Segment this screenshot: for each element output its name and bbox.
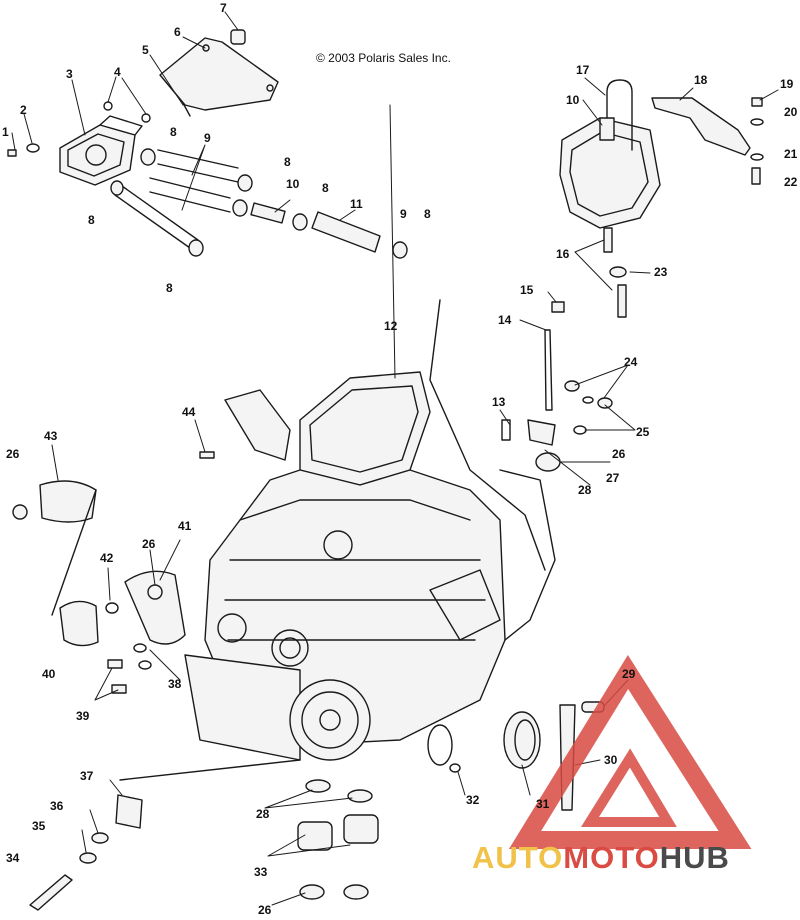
oil-pump-assembly	[559, 79, 764, 318]
watermark-part-2: MOTO	[563, 840, 660, 875]
callout-15: 15	[520, 283, 534, 297]
pump-bracket	[159, 29, 279, 117]
callout-18: 18	[694, 73, 708, 87]
callout-38: 38	[168, 677, 182, 691]
callout-21: 21	[784, 147, 798, 161]
watermark-text: AUTOMOTOHUB	[472, 840, 792, 880]
copyright-text: © 2003 Polaris Sales Inc.	[316, 51, 451, 65]
callout-10b: 10	[566, 93, 580, 107]
callout-30: 30	[604, 753, 618, 767]
bottom-mounts	[29, 763, 461, 911]
leader-lines	[11, 11, 779, 906]
watermark-part-3: HUB	[659, 840, 730, 875]
callout-28b: 28	[256, 807, 270, 821]
callout-24: 24	[624, 355, 638, 369]
watermark-part-1: AUTO	[472, 840, 564, 875]
callout-39: 39	[76, 709, 90, 723]
callout-16: 16	[556, 247, 570, 261]
callout-13: 13	[492, 395, 506, 409]
callout-32: 32	[466, 793, 480, 807]
callout-29: 29	[622, 667, 636, 681]
callout-35: 35	[32, 819, 46, 833]
callout-11: 11	[350, 197, 363, 211]
callout-9b: 9	[400, 207, 407, 221]
callout-7: 7	[220, 1, 227, 15]
callout-26d: 26	[258, 903, 272, 917]
callout-19: 19	[780, 77, 794, 91]
callout-43: 43	[44, 429, 58, 443]
callout-33: 33	[254, 865, 268, 879]
callout-31: 31	[536, 797, 550, 811]
callout-9a: 9	[204, 131, 211, 145]
callout-40: 40	[42, 667, 56, 681]
callout-3: 3	[66, 67, 73, 81]
callout-8f: 8	[166, 281, 173, 295]
callout-20: 20	[784, 105, 798, 119]
callout-12: 12	[384, 319, 398, 333]
engine-block	[119, 299, 556, 781]
watermark-logo-icon	[508, 655, 752, 849]
callout-25: 25	[636, 425, 650, 439]
callout-22: 22	[784, 175, 798, 189]
callout-27: 27	[606, 471, 620, 485]
callout-26b: 26	[142, 537, 156, 551]
callout-41: 41	[178, 519, 192, 533]
callout-34: 34	[6, 851, 20, 865]
callout-23: 23	[654, 265, 668, 279]
callout-4: 4	[114, 65, 121, 79]
callout-42: 42	[100, 551, 114, 565]
callout-44: 44	[182, 405, 196, 419]
callout-10a: 10	[286, 177, 300, 191]
callout-28a: 28	[578, 483, 592, 497]
callout-8c: 8	[88, 213, 95, 227]
callout-6: 6	[174, 25, 181, 39]
fuel-pump-assembly	[7, 101, 151, 186]
callout-14: 14	[498, 313, 512, 327]
callout-37: 37	[80, 769, 94, 783]
callout-8a: 8	[170, 125, 177, 139]
left-engine-mounts	[12, 480, 186, 694]
callout-36: 36	[50, 799, 64, 813]
fuel-hoses	[110, 148, 408, 259]
callout-26c: 26	[612, 447, 626, 461]
callout-8b: 8	[284, 155, 291, 169]
callout-1: 1	[2, 125, 9, 139]
right-side-hardware	[199, 301, 613, 472]
callout-5: 5	[142, 43, 149, 57]
callout-8e: 8	[424, 207, 431, 221]
callout-8d: 8	[322, 181, 329, 195]
callout-2: 2	[20, 103, 27, 117]
callout-17: 17	[576, 63, 590, 77]
callout-26a: 26	[6, 447, 20, 461]
